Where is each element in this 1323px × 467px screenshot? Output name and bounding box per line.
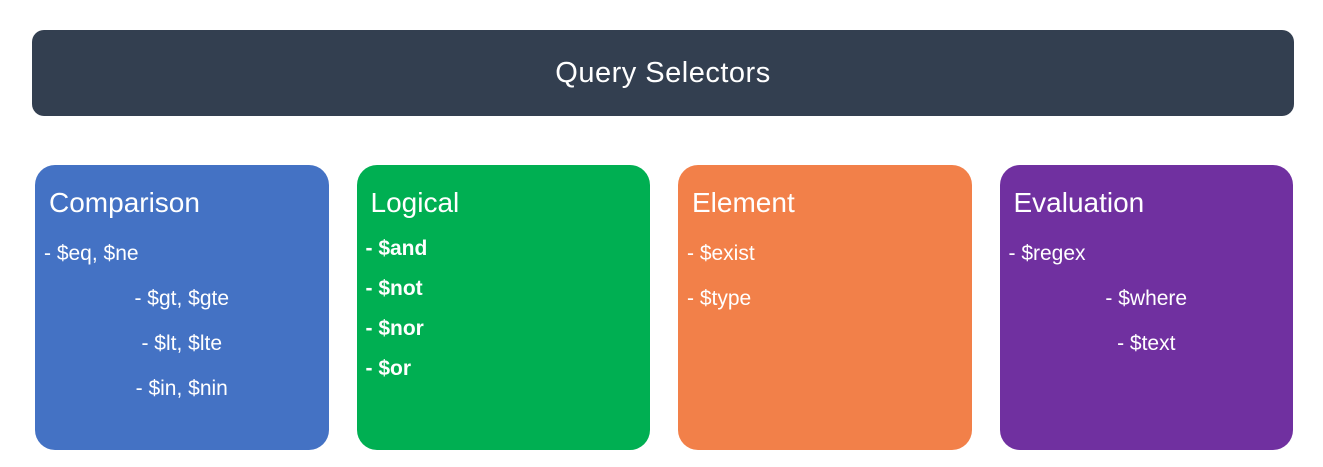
card-evaluation: Evaluation - $regex - $where - $text: [999, 165, 1293, 450]
list-item: - $text: [1117, 332, 1176, 356]
list-item: - $nor: [365, 317, 424, 341]
page-title: Query Selectors: [555, 56, 771, 89]
list-item: - $eq, $ne: [44, 242, 139, 266]
list-item: - $lt, $lte: [141, 332, 223, 356]
card-comparison-title: Comparison: [49, 187, 200, 218]
list-item: - $gt, $gte: [134, 287, 230, 311]
card-logical-title: Logical: [370, 187, 460, 218]
list-item: - $or: [365, 357, 412, 381]
card-logical: Logical - $and - $not - $nor - $or: [356, 165, 650, 450]
list-item: - $and: [365, 237, 428, 261]
list-item: - $regex: [1008, 242, 1086, 266]
list-item: - $exist: [687, 242, 755, 266]
list-item: - $where: [1105, 287, 1188, 311]
card-element: Element - $exist - $type: [678, 165, 972, 450]
card-element-title: Element: [692, 187, 795, 218]
header-banner: Query Selectors: [32, 30, 1294, 116]
cards-row: Comparison - $eq, $ne - $gt, $gte - $lt,…: [35, 165, 1293, 450]
list-item: - $type: [687, 287, 752, 311]
card-evaluation-title: Evaluation: [1013, 187, 1145, 218]
list-item: - $not: [365, 277, 423, 301]
list-item: - $in, $nin: [135, 377, 228, 401]
card-comparison: Comparison - $eq, $ne - $gt, $gte - $lt,…: [35, 165, 329, 450]
